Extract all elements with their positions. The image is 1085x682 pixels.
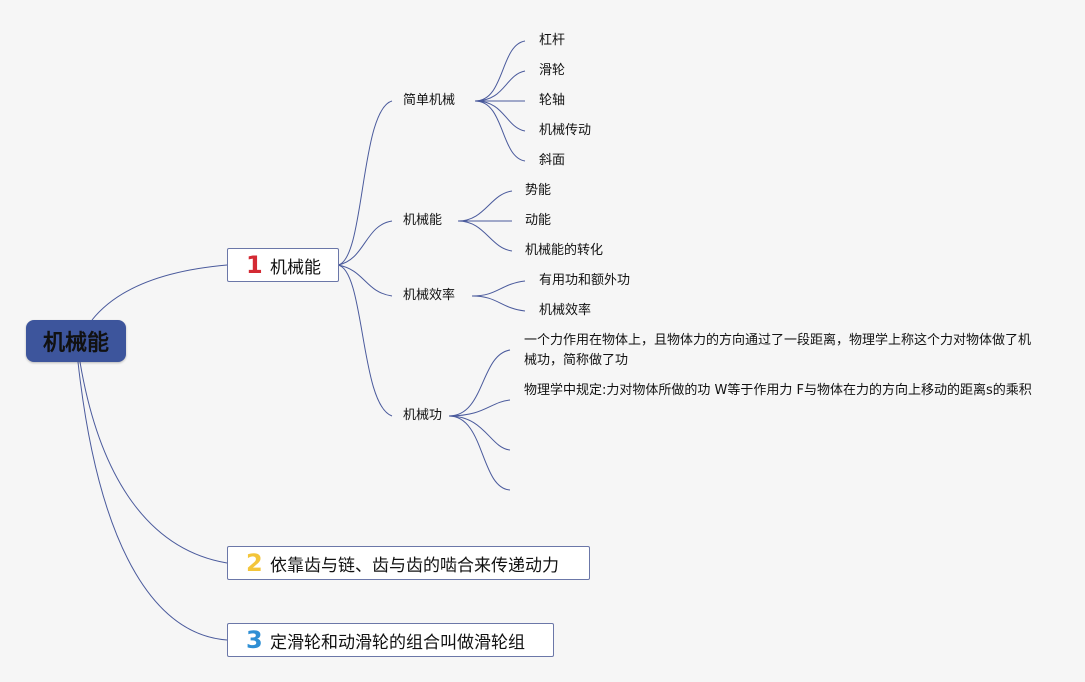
leaf-useful-extra-work[interactable]: 有用功和额外功	[539, 273, 631, 288]
main-topic-1-label: 机械能	[270, 257, 321, 278]
main-topic-3-label: 定滑轮和动滑轮的组合叫做滑轮组	[270, 632, 525, 653]
subtopic-mechanical-work[interactable]: 机械功	[403, 408, 443, 423]
leaf-incline[interactable]: 斜面	[539, 153, 566, 168]
leaf-efficiency[interactable]: 机械效率	[539, 303, 592, 318]
leaf-lever[interactable]: 杠杆	[539, 33, 566, 48]
number-1-icon: 1	[246, 251, 263, 279]
leaf-energy-conversion[interactable]: 机械能的转化	[525, 243, 604, 258]
subtopic-simple-machines[interactable]: 简单机械	[403, 93, 456, 108]
leaf-pulley[interactable]: 滑轮	[539, 63, 566, 78]
main-topic-2[interactable]: 2 依靠齿与链、齿与齿的啮合来传递动力	[227, 546, 590, 580]
leaf-work-formula[interactable]: 物理学中规定:力对物体所做的功 W等于作用力 F与物体在力的方向上移动的距离s的…	[524, 383, 1032, 398]
leaf-potential-energy[interactable]: 势能	[525, 183, 552, 198]
connector-central-topic-1	[91, 264, 228, 321]
leaf-wheel-axle[interactable]: 轮轴	[539, 93, 566, 108]
connector-central-topic-2	[79, 361, 228, 564]
number-2-icon: 2	[246, 549, 263, 577]
connector-topic1-sub-2	[337, 220, 393, 266]
leaf-kinetic-energy[interactable]: 动能	[525, 213, 552, 228]
main-topic-1[interactable]: 1 机械能	[227, 248, 339, 282]
central-topic-label: 机械能	[42, 331, 109, 356]
subtopic-mechanical-energy[interactable]: 机械能	[403, 213, 443, 228]
subtopic-mechanical-efficiency[interactable]: 机械效率	[403, 288, 456, 303]
main-topic-2-label: 依靠齿与链、齿与齿的啮合来传递动力	[270, 555, 559, 576]
connector-topic1-sub-3	[337, 264, 393, 297]
central-topic[interactable]: 机械能	[26, 320, 126, 362]
main-topic-3[interactable]: 3 定滑轮和动滑轮的组合叫做滑轮组	[227, 623, 554, 657]
leaf-mechanical-transmission[interactable]: 机械传动	[539, 123, 592, 138]
connector-topic1-sub-1	[337, 100, 393, 266]
connector-central-topic-3	[77, 361, 228, 641]
connector-topic1-sub-4	[337, 264, 393, 417]
number-3-icon: 3	[246, 626, 263, 654]
leaf-work-definition[interactable]: 一个力作用在物体上，且物体力的方向通过了一段距离，物理学上称这个力对物体做了机械…	[524, 333, 1032, 368]
